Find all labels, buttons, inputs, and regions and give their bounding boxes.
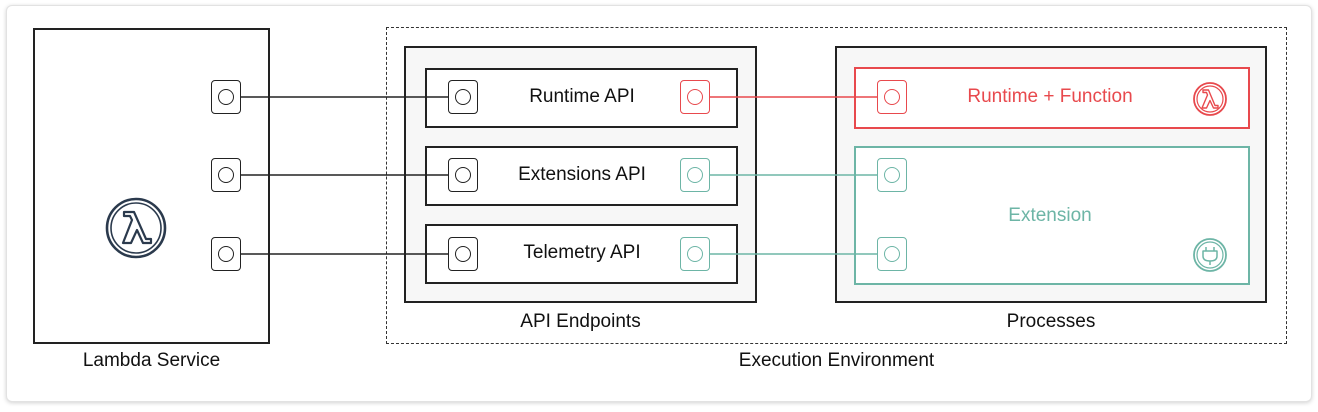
extensions-api-in-port bbox=[448, 158, 478, 192]
telemetry-api-label: Telemetry API bbox=[523, 242, 641, 263]
telemetry-api-in-port bbox=[448, 237, 478, 271]
execution-environment-label: Execution Environment bbox=[738, 350, 935, 371]
runtime-api-in-port bbox=[448, 80, 478, 114]
extension-box bbox=[854, 146, 1250, 285]
telemetry-api-out-port bbox=[680, 237, 710, 271]
lambda-service-label: Lambda Service bbox=[82, 350, 221, 371]
runtime-api-out-port bbox=[680, 80, 710, 114]
plug-icon bbox=[1193, 238, 1227, 272]
extension-port-1 bbox=[877, 158, 907, 192]
runtime-function-box bbox=[854, 67, 1250, 129]
runtime-function-label: Runtime + Function bbox=[967, 86, 1133, 107]
lambda-port-telemetry bbox=[211, 237, 241, 271]
runtime-api-label: Runtime API bbox=[529, 86, 635, 107]
lambda-icon bbox=[1193, 82, 1227, 116]
lambda-port-extensions bbox=[211, 158, 241, 192]
execution-environment-box bbox=[386, 27, 1287, 344]
extensions-api-out-port bbox=[680, 158, 710, 192]
extension-label: Extension bbox=[1008, 205, 1092, 226]
extension-port-2 bbox=[877, 237, 907, 271]
extensions-api-label: Extensions API bbox=[518, 164, 646, 185]
api-endpoints-label: API Endpoints bbox=[520, 311, 641, 332]
runtime-function-port bbox=[877, 80, 907, 114]
lambda-service-icon bbox=[105, 197, 167, 259]
processes-label: Processes bbox=[1006, 311, 1096, 332]
lambda-port-runtime bbox=[211, 80, 241, 114]
